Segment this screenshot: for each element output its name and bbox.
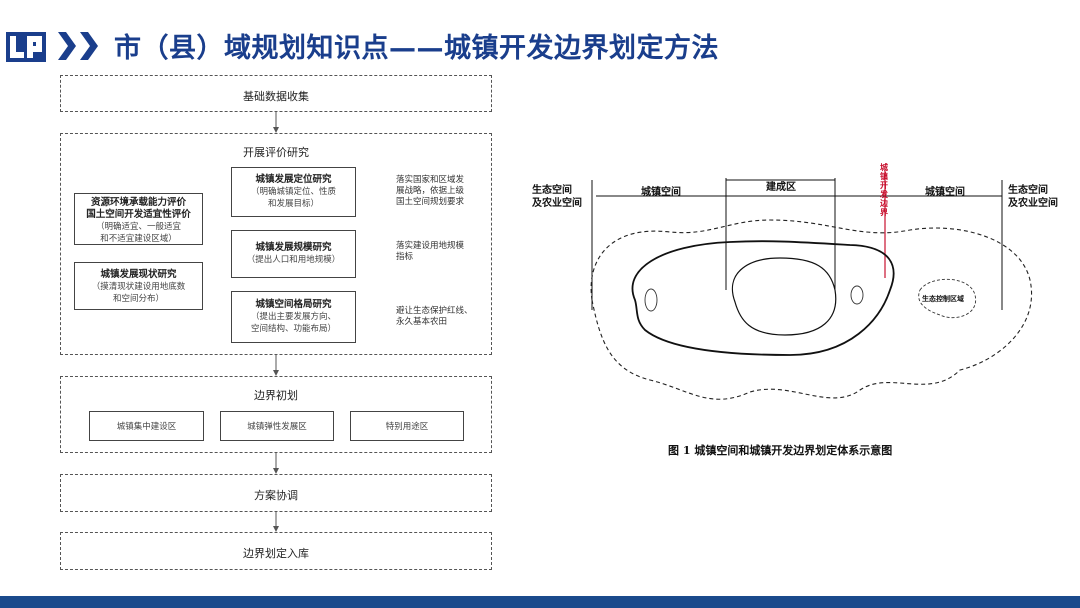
page-title: 市（县）域规划知识点——城镇开发边界划定方法 bbox=[114, 33, 719, 64]
box-title: 城镇发展规模研究 bbox=[255, 242, 332, 253]
eco-control-zone bbox=[918, 278, 976, 319]
eval-box-layout: 城镇空间格局研究 （提出主要发展方向、 空间结构、功能布局） bbox=[231, 291, 356, 343]
eval-box-capacity: 资源环境承载能力评价 国土空间开发适宜性评价 （明确适宜、一般适宜 和不适宜建设… bbox=[74, 193, 203, 245]
note-line: 避让生态保护红线、 bbox=[396, 306, 473, 316]
box-subtitle: （摸清现状建设用地底数 bbox=[91, 282, 186, 292]
step-database-entry: 边界划定入库 bbox=[60, 532, 492, 570]
built-up-area bbox=[731, 257, 837, 336]
zone-box-special: 特别用途区 bbox=[350, 411, 464, 441]
zone-label: 城镇集中建设区 bbox=[116, 422, 177, 432]
label-urban-left: 城镇空间 bbox=[641, 185, 681, 198]
header: 市（县）域规划知识点——城镇开发边界划定方法 bbox=[0, 0, 1080, 72]
label-built-up: 建成区 bbox=[765, 180, 796, 193]
box-title: 城镇发展现状研究 bbox=[100, 269, 177, 280]
zone-box-concentrated: 城镇集中建设区 bbox=[89, 411, 204, 441]
note-line: 国土空间规划要求 bbox=[396, 197, 465, 207]
label-eco-right-2: 及农业空间 bbox=[1008, 196, 1058, 209]
step-label: 开展评价研究 bbox=[243, 146, 309, 159]
box-title: 城镇空间格局研究 bbox=[255, 299, 332, 310]
box-title: 资源环境承载能力评价 bbox=[90, 197, 186, 208]
box-title: 城镇发展定位研究 bbox=[255, 174, 332, 185]
box-subtitle: 和不适宜建设区域） bbox=[100, 234, 177, 244]
zone-label: 城镇弹性发展区 bbox=[247, 422, 307, 432]
step-data-collection: 基础数据收集 bbox=[60, 75, 492, 112]
eco-pocket-left bbox=[644, 288, 658, 312]
box-subtitle: 和发展目标） bbox=[267, 199, 319, 209]
label-urban-right: 城镇空间 bbox=[925, 185, 965, 198]
urban-space-diagram: 生态空间 及农业空间 生态空间 及农业空间 城镇空间 城镇空间 建成区 城镇开发… bbox=[532, 162, 1058, 400]
step-coordination: 方案协调 bbox=[60, 474, 492, 512]
note-scale: 落实建设用地规模 指标 bbox=[396, 241, 464, 263]
eco-agri-outline bbox=[590, 219, 1033, 400]
zone-label: 特别用途区 bbox=[385, 422, 429, 432]
note-line: 永久基本农田 bbox=[396, 317, 448, 327]
zone-box-flexible: 城镇弹性发展区 bbox=[220, 411, 334, 441]
box-subtitle: （明确适宜、一般适宜 bbox=[95, 222, 181, 232]
note-line: 指标 bbox=[396, 252, 414, 262]
label-eco-left: 生态空间 bbox=[532, 183, 572, 196]
step-label: 基础数据收集 bbox=[243, 90, 309, 103]
label-eco-zone: 生态控制区域 bbox=[922, 294, 964, 303]
flowchart: 基础数据收集 开展评价研究 资源环境承载能力评价 国土空间开发适宜性评价 （明确… bbox=[0, 0, 520, 608]
chevron-right-icon bbox=[80, 32, 98, 60]
label-dev-boundary: 城镇开发边界 bbox=[879, 162, 889, 217]
step-label: 方案协调 bbox=[254, 489, 298, 502]
note-positioning: 落实国家和区域发 展战略，依据上级 国土空间规划要求 bbox=[396, 175, 464, 208]
eval-box-positioning: 城镇发展定位研究 （明确城镇定位、性质 和发展目标） bbox=[231, 167, 356, 217]
urban-dev-boundary bbox=[631, 240, 895, 356]
eval-box-status: 城镇发展现状研究 （摸清现状建设用地底数 和空间分布） bbox=[74, 262, 203, 310]
footer-bar bbox=[0, 596, 1080, 608]
eco-pocket-right bbox=[850, 285, 864, 305]
box-subtitle: （提出人口和用地规模） bbox=[246, 255, 341, 265]
note-layout: 避让生态保护红线、 永久基本农田 bbox=[396, 306, 473, 328]
note-line: 落实国家和区域发 bbox=[396, 175, 465, 185]
box-title: 国土空间开发适宜性评价 bbox=[86, 209, 191, 220]
box-subtitle: （提出主要发展方向、 bbox=[250, 312, 336, 322]
step-label: 边界划定入库 bbox=[243, 547, 309, 560]
box-subtitle: 和空间分布） bbox=[112, 294, 164, 304]
note-line: 展战略，依据上级 bbox=[396, 186, 465, 196]
eval-box-scale: 城镇发展规模研究 （提出人口和用地规模） bbox=[231, 230, 356, 278]
note-line: 落实建设用地规模 bbox=[396, 241, 465, 251]
label-eco-left-2: 及农业空间 bbox=[532, 196, 582, 209]
logo-icon bbox=[6, 32, 46, 62]
diagram-caption: 图 1 城镇空间和城镇开发边界划定体系示意图 bbox=[668, 444, 893, 457]
chevron-right-icon bbox=[58, 32, 76, 60]
box-subtitle: （明确城镇定位、性质 bbox=[250, 187, 336, 197]
box-subtitle: 空间结构、功能布局） bbox=[250, 324, 336, 334]
step-label: 边界初划 bbox=[254, 389, 298, 402]
label-eco-right: 生态空间 bbox=[1008, 183, 1048, 196]
